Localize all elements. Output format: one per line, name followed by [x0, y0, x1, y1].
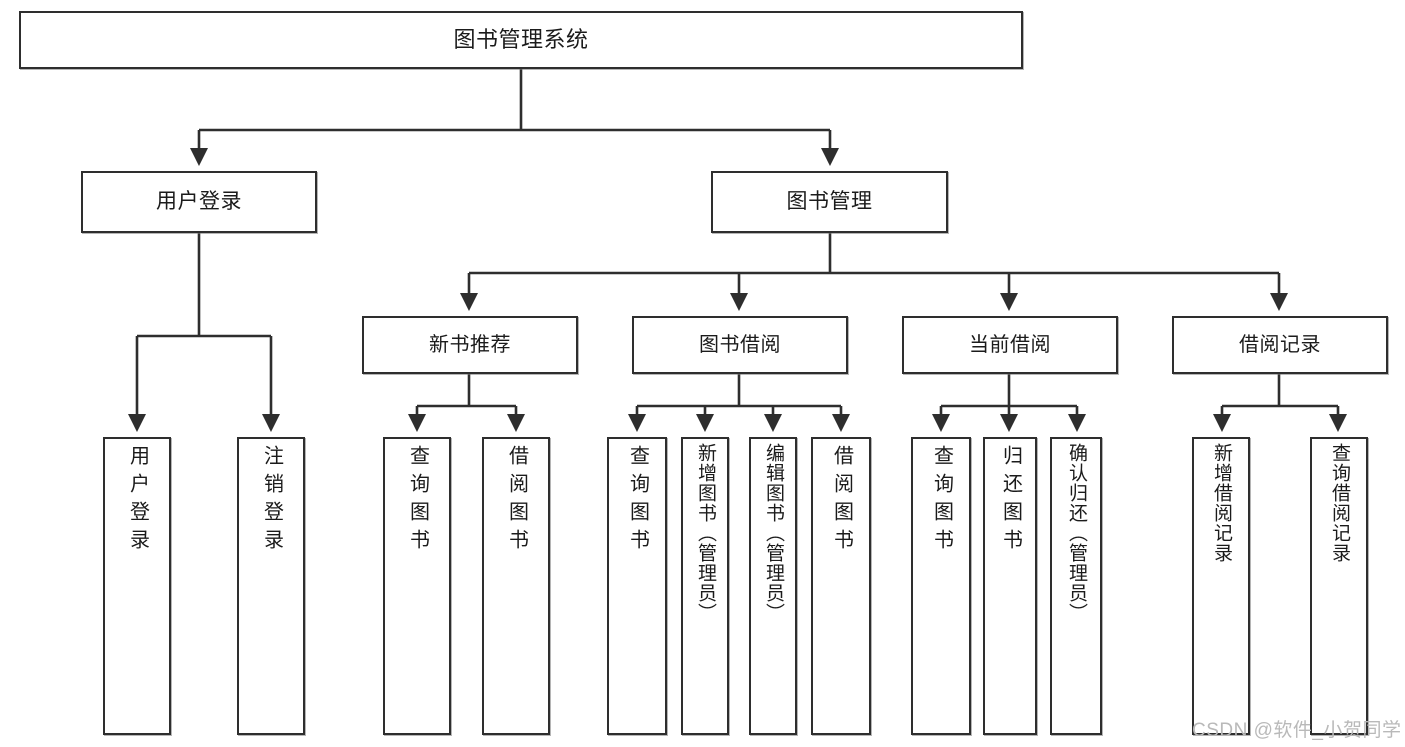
node-leaf-bb-borrow-book-label: 借阅图书: [830, 445, 853, 557]
node-current-borrow-label: 当前借阅: [969, 333, 1051, 356]
node-user-login-label: 用户登录: [156, 190, 242, 214]
node-root-system-label: 图书管理系统: [453, 26, 589, 52]
node-book-borrow[interactable]: 图书借阅: [632, 316, 848, 374]
node-leaf-user-login[interactable]: 用户登录: [103, 437, 171, 735]
node-leaf-nb-borrow-book-label: 借阅图书: [505, 445, 528, 557]
node-leaf-nb-borrow-book[interactable]: 借阅图书: [482, 437, 550, 735]
node-leaf-cb-query-book[interactable]: 查询图书: [911, 437, 971, 735]
csdn-watermark: CSDN @软件_小贺同学: [1192, 720, 1402, 741]
node-leaf-bb-add-book[interactable]: 新增图书（管理员）: [681, 437, 729, 735]
node-leaf-bb-add-book-label: 新增图书（管理员）: [694, 443, 716, 623]
node-leaf-br-query-record-label: 查询借阅记录: [1328, 443, 1350, 563]
node-leaf-nb-query-book-label: 查询图书: [406, 445, 429, 557]
node-book-management-label: 图书管理: [786, 190, 873, 214]
node-leaf-bb-borrow-book[interactable]: 借阅图书: [811, 437, 871, 735]
node-borrow-record[interactable]: 借阅记录: [1172, 316, 1388, 374]
node-current-borrow[interactable]: 当前借阅: [902, 316, 1118, 374]
node-root-system[interactable]: 图书管理系统: [19, 11, 1023, 69]
node-leaf-logout[interactable]: 注销登录: [237, 437, 305, 735]
node-book-borrow-label: 图书借阅: [699, 333, 781, 356]
node-leaf-bb-query-book-label: 查询图书: [626, 445, 649, 557]
node-leaf-cb-return-book-label: 归还图书: [999, 445, 1022, 557]
node-leaf-bb-edit-book[interactable]: 编辑图书（管理员）: [749, 437, 797, 735]
node-leaf-cb-confirm-return[interactable]: 确认归还（管理员）: [1050, 437, 1102, 735]
node-leaf-logout-label: 注销登录: [260, 445, 283, 557]
node-user-login[interactable]: 用户登录: [81, 171, 317, 233]
node-leaf-br-add-record[interactable]: 新增借阅记录: [1192, 437, 1250, 735]
node-leaf-br-add-record-label: 新增借阅记录: [1210, 443, 1232, 563]
node-leaf-cb-confirm-return-label: 确认归还（管理员）: [1065, 443, 1087, 623]
node-leaf-bb-edit-book-label: 编辑图书（管理员）: [762, 443, 784, 623]
node-leaf-br-query-record[interactable]: 查询借阅记录: [1310, 437, 1368, 735]
node-book-management[interactable]: 图书管理: [711, 171, 948, 233]
node-leaf-cb-return-book[interactable]: 归还图书: [983, 437, 1037, 735]
node-borrow-record-label: 借阅记录: [1239, 333, 1321, 356]
node-leaf-nb-query-book[interactable]: 查询图书: [383, 437, 451, 735]
node-leaf-bb-query-book[interactable]: 查询图书: [607, 437, 667, 735]
node-new-book-recommend[interactable]: 新书推荐: [362, 316, 578, 374]
node-new-book-recommend-label: 新书推荐: [429, 333, 511, 356]
node-leaf-cb-query-book-label: 查询图书: [930, 445, 953, 557]
node-leaf-user-login-label: 用户登录: [126, 445, 149, 557]
